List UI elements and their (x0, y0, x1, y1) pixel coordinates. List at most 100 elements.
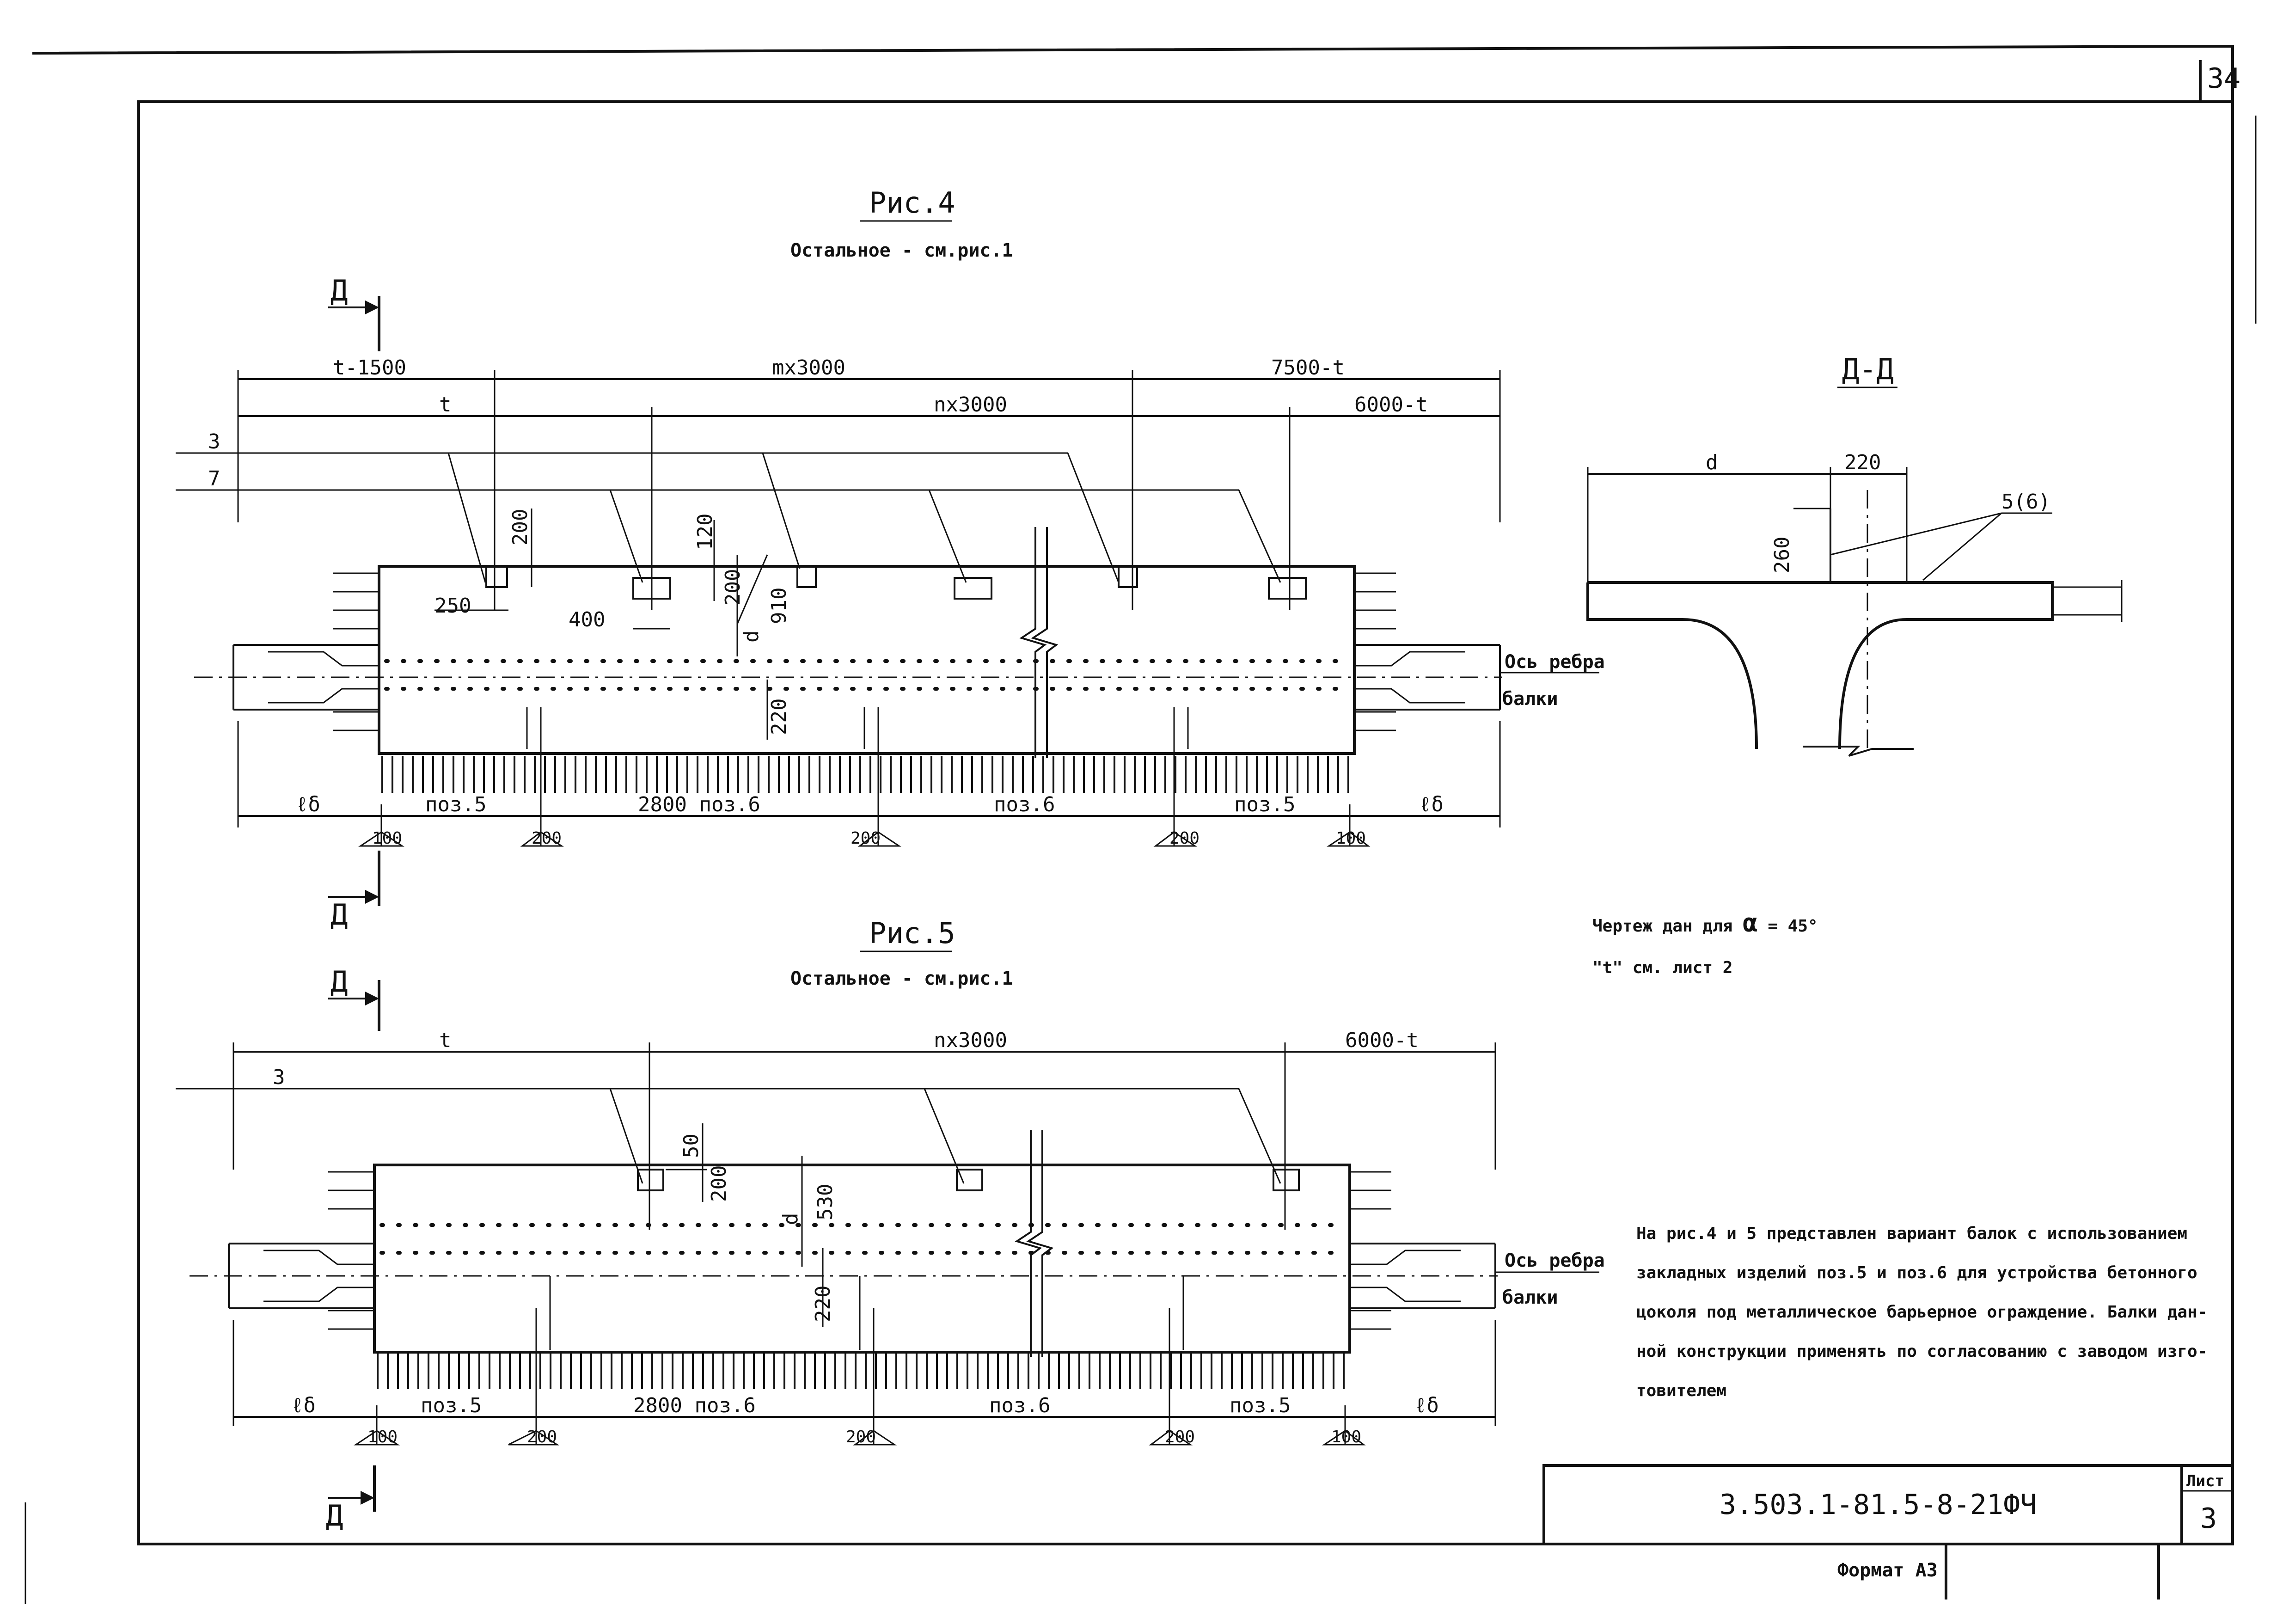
fig5-dim-530: 530 (814, 1184, 837, 1220)
fig5-bottom-p6-left: 2800 поз.6 (633, 1394, 756, 1417)
fig4-mark-2: 200 (851, 829, 881, 848)
description-line2: закладных изделий поз.5 и поз.6 для устр… (1636, 1263, 2197, 1282)
page-number: 34 (2207, 62, 2240, 95)
fig5-strands-left (228, 1171, 374, 1330)
fig5-section-mark-bottom: Д (326, 1465, 376, 1532)
drawing-code: 3.503.1-81.5-8-21ФЧ (1720, 1489, 2037, 1521)
note-line1-alpha: α (1743, 908, 1758, 938)
section-dim-260: 260 (1770, 537, 1794, 573)
fig5-beam (190, 1130, 1498, 1357)
fig4-bottom-p5-left: поз.5 (425, 793, 486, 816)
fig5-bottom-p6-right: поз.6 (989, 1394, 1050, 1417)
fig4-dim-d: d (740, 631, 763, 643)
fig4-section-mark-bottom: Д (328, 851, 380, 932)
sheet-label: Лист (2186, 1472, 2224, 1490)
fig4-dim-200a: 200 (508, 509, 532, 545)
fig5-section-letter-top: Д (330, 965, 348, 999)
fig4-dim-6000-t: 6000-t (1354, 393, 1428, 417)
fig5-bottom-p5-right: поз.5 (1230, 1394, 1291, 1417)
fig5-mark-4: 100 (1331, 1428, 1361, 1446)
note-line1: Чертеж дан для α = 45° (1592, 908, 1818, 938)
fig5-dim-6000-t: 6000-t (1345, 1029, 1419, 1052)
fig5-dim-nx3000: nx3000 (934, 1029, 1007, 1052)
section-leader-5-6: 5(6) (2001, 490, 2050, 514)
format-label: Формат А3 (1837, 1560, 1938, 1581)
fig5-leader-3: 3 (273, 1066, 285, 1089)
fig4-dim-200b: 200 (721, 569, 745, 606)
fig5-dim-220: 220 (811, 1286, 835, 1322)
fig4-bottom-marks (358, 831, 1371, 847)
fig4-mark-1: 200 (532, 829, 562, 848)
description-line3: цоколя под металлическое барьерное ограж… (1636, 1303, 2207, 1322)
fig4-subtitle: Остальное - см.рис.1 (790, 240, 1013, 261)
fig4-leaders (176, 452, 1281, 583)
fig5-bottom-l-right: ℓδ (1414, 1394, 1439, 1417)
fig4-leader-3: 3 (208, 430, 220, 453)
fig4-strands-left (233, 572, 379, 731)
section-dim-d: d (1706, 451, 1718, 474)
fig4-bottom-l-right: ℓδ (1419, 793, 1444, 816)
fig5-axis-label-2: балки (1502, 1287, 1558, 1308)
fig5-mark-2: 200 (846, 1428, 876, 1446)
fig4-bottom-p5-right: поз.5 (1234, 793, 1295, 816)
fig5-dims-top (233, 1042, 1496, 1230)
fig5-dim-t: t (439, 1029, 452, 1052)
sheet-number: 3 (2200, 1502, 2217, 1535)
fig5-bottom-dims (233, 1276, 1496, 1445)
section-d-d: Д-Д (1586, 352, 2123, 757)
fig4-mark-0: 100 (372, 829, 402, 848)
fig4-bottom-p6-left: 2800 поз.6 (638, 793, 760, 816)
fig4-dim-220: 220 (767, 699, 791, 735)
fig5-dim-50: 50 (679, 1134, 703, 1158)
fig4-axis-label-2: балки (1502, 688, 1558, 710)
fig5-mark-1: 200 (527, 1428, 557, 1446)
fig4-dim-t-1500: t-1500 (333, 356, 406, 380)
fig4-bottom-p6-right: поз.6 (994, 793, 1055, 816)
fig4-axis-label-1: Ось ребра (1505, 651, 1605, 673)
fig5-dim-d: d (779, 1213, 802, 1226)
fig5-subtitle: Остальное - см.рис.1 (790, 968, 1013, 989)
fig4-beam (194, 527, 1502, 758)
sheet-frame (24, 44, 2257, 1604)
description-block: На рис.4 и 5 представлен вариант балок с… (1636, 1224, 2207, 1400)
fig5-leaders (176, 1088, 1281, 1184)
fig5-strands-right (1350, 1171, 1496, 1330)
fig4-bottom-l-left: ℓδ (296, 793, 320, 816)
fig5-section-mark-top: Д (328, 965, 380, 1031)
fig5-bottom-p5-left: поз.5 (421, 1394, 482, 1417)
fig4-section-mark-top: Д (328, 274, 380, 351)
fig4-dim-mx3000: mx3000 (772, 356, 845, 380)
fig5-bottom-l-left: ℓδ (291, 1394, 316, 1417)
description-line5: товителем (1636, 1381, 1726, 1400)
fig4-dim-t: t (439, 393, 452, 417)
fig4-section-letter-top: Д (330, 274, 348, 307)
section-title: Д-Д (1842, 352, 1894, 386)
note-line2: "t" см. лист 2 (1592, 958, 1732, 977)
fig4-strands-right (1354, 572, 1501, 731)
fig5-section-letter-bottom: Д (326, 1499, 343, 1532)
fig4-title: Рис.4 (869, 186, 955, 220)
fig5-inner-dims (666, 1123, 824, 1327)
fig4-mark-3: 200 (1169, 829, 1200, 848)
fig4-dim-nx3000: nx3000 (934, 393, 1007, 417)
fig4-dim-120: 120 (693, 514, 717, 550)
description-line4: ной конструкции применять по согласовани… (1636, 1342, 2207, 1361)
fig4-mark-4: 100 (1336, 829, 1366, 848)
section-dim-220: 220 (1844, 451, 1881, 474)
fig5-mark-0: 100 (367, 1428, 398, 1446)
fig5-dim-200: 200 (707, 1165, 731, 1202)
fig4-section-letter-bottom: Д (330, 898, 348, 932)
fig5-axis-label-1: Ось ребра (1505, 1250, 1605, 1271)
fig5-bottom-marks (354, 1430, 1366, 1446)
fig4-bottom-dims (237, 707, 1501, 846)
fig5-title: Рис.5 (869, 916, 955, 950)
figure-5: Рис.5 Остальное - см.рис.1 Д Д t nx3000 … (176, 916, 1605, 1532)
note-line1-prefix: Чертеж дан для (1592, 917, 1732, 936)
fig4-dim-400: 400 (569, 608, 605, 631)
fig4-dim-250: 250 (435, 594, 471, 618)
description-line1: На рис.4 и 5 представлен вариант балок с… (1636, 1224, 2187, 1243)
fig4-leader-7: 7 (208, 467, 220, 490)
figure-4: Рис.4 Остальное - см.рис.1 Д Д t-15 (176, 186, 1605, 932)
fig4-inner-dims (435, 509, 768, 740)
